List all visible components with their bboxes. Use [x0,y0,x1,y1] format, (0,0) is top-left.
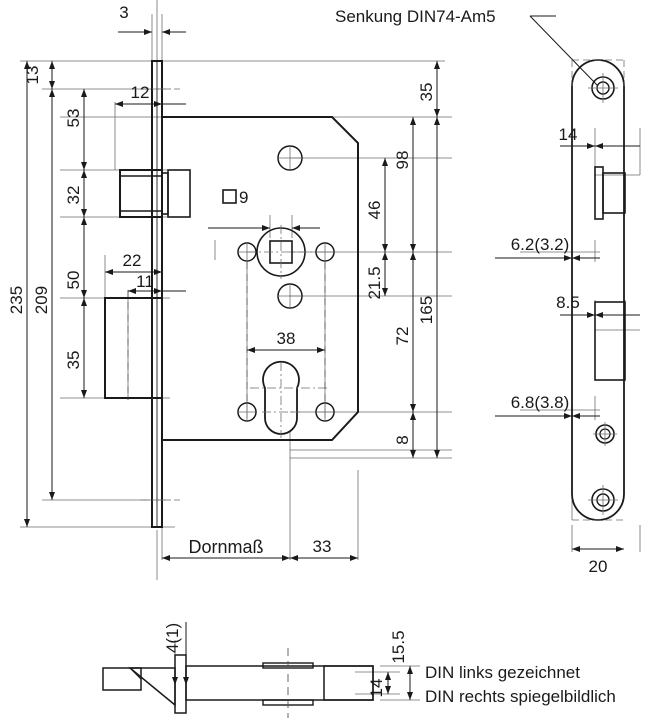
dim-35-top: 35 [417,83,436,102]
dim-165: 165 [417,296,436,324]
section-latch-wedge [127,667,176,707]
dim-3: 3 [119,3,128,22]
dim-98: 98 [393,151,412,170]
section-view-geometry [102,648,374,718]
din-right-note: DIN rechts spiegelbildlich [425,687,616,706]
dim-14-side: 14 [559,125,578,144]
dim-35-bolt: 35 [64,351,83,370]
dim-6-2: 6.2(3.2) [511,235,570,254]
section-faceplate [174,654,187,714]
front-view-dimension-lines [24,29,440,561]
dim-46: 46 [365,201,384,220]
side-view-geometry [571,59,626,521]
dim-33: 33 [313,537,332,556]
backset-label: Dornmaß [188,537,263,557]
section-view-dimension-lines [172,622,413,700]
square-spindle-symbol: 3 9 [222,188,248,207]
side-bolt-opening [594,301,626,381]
dim-209: 209 [32,286,51,314]
bolt-outline [104,297,163,399]
dim-8-5: 8.5 [556,293,580,312]
dim-72: 72 [393,327,412,346]
countersink-leader [529,15,599,87]
front-view-geometry [104,60,359,528]
square-9-number: 9 [239,188,248,207]
dim-13: 13 [23,66,42,85]
side-view-dimension-lines [495,15,640,552]
latch-outline [119,169,163,218]
dim-12: 12 [131,83,150,102]
front-view-holes [127,0,335,580]
dim-11: 11 [136,272,154,291]
din-left-note: DIN links gezeichnet [425,663,580,682]
dim-14-section: 14 [367,679,386,698]
dim-53: 53 [64,109,83,128]
dim-21-5: 21.5 [365,266,384,299]
dim-22: 22 [123,251,142,270]
dimension-labels: 235 209 13 53 32 50 35 3 12 22 11 38 33 … [7,3,616,706]
side-faceplate-outline [571,59,625,521]
lock-case-outline [162,116,359,441]
dim-15-5: 15.5 [389,630,408,663]
dim-4-1: 4(1) [163,623,182,653]
dim-6-8: 6.8(3.8) [511,393,570,412]
countersink-note: Senkung DIN74-Am5 [335,7,496,26]
dim-38: 38 [277,329,296,348]
dim-32: 32 [64,186,83,205]
dim-8: 8 [393,435,412,444]
dim-50: 50 [64,271,83,290]
dim-235: 235 [7,286,26,314]
dim-20: 20 [589,557,608,576]
section-case [185,665,374,701]
cylinder-cutout [262,360,300,435]
